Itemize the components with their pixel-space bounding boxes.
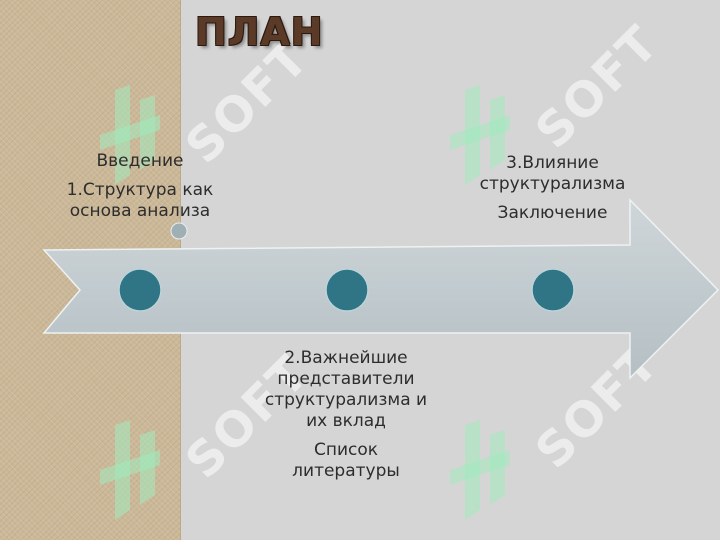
part2-label-line1: 2.Важнейшие	[284, 348, 408, 368]
part3-label-line2: структурализма	[479, 174, 626, 194]
small-connector-dot	[170, 222, 188, 240]
intro-label: Введение	[96, 151, 184, 171]
label-group-2: 2.Важнейшие представители структурализма…	[246, 348, 446, 482]
label-group-3: 3.Влияние структурализма Заключение	[455, 153, 650, 224]
timeline-marker-1	[118, 268, 162, 312]
label-group-1: Введение 1.Структура как основа анализа	[50, 151, 230, 222]
page-title: ПЛАН	[195, 10, 324, 54]
arrow-shape	[42, 198, 720, 380]
timeline-marker-3	[531, 268, 575, 312]
references-label-line1: Список	[313, 440, 379, 460]
part2-label-line4: их вклад	[306, 411, 386, 431]
timeline-marker-2	[325, 268, 369, 312]
part2-label-line2: представители	[277, 369, 415, 389]
references-label-line2: литературы	[292, 461, 400, 481]
part1-label: 1.Структура как основа анализа	[66, 180, 214, 221]
conclusion-label: Заключение	[497, 203, 608, 223]
part3-label-line1: 3.Влияние	[506, 153, 599, 173]
part2-label-line3: структурализма и	[264, 390, 428, 410]
